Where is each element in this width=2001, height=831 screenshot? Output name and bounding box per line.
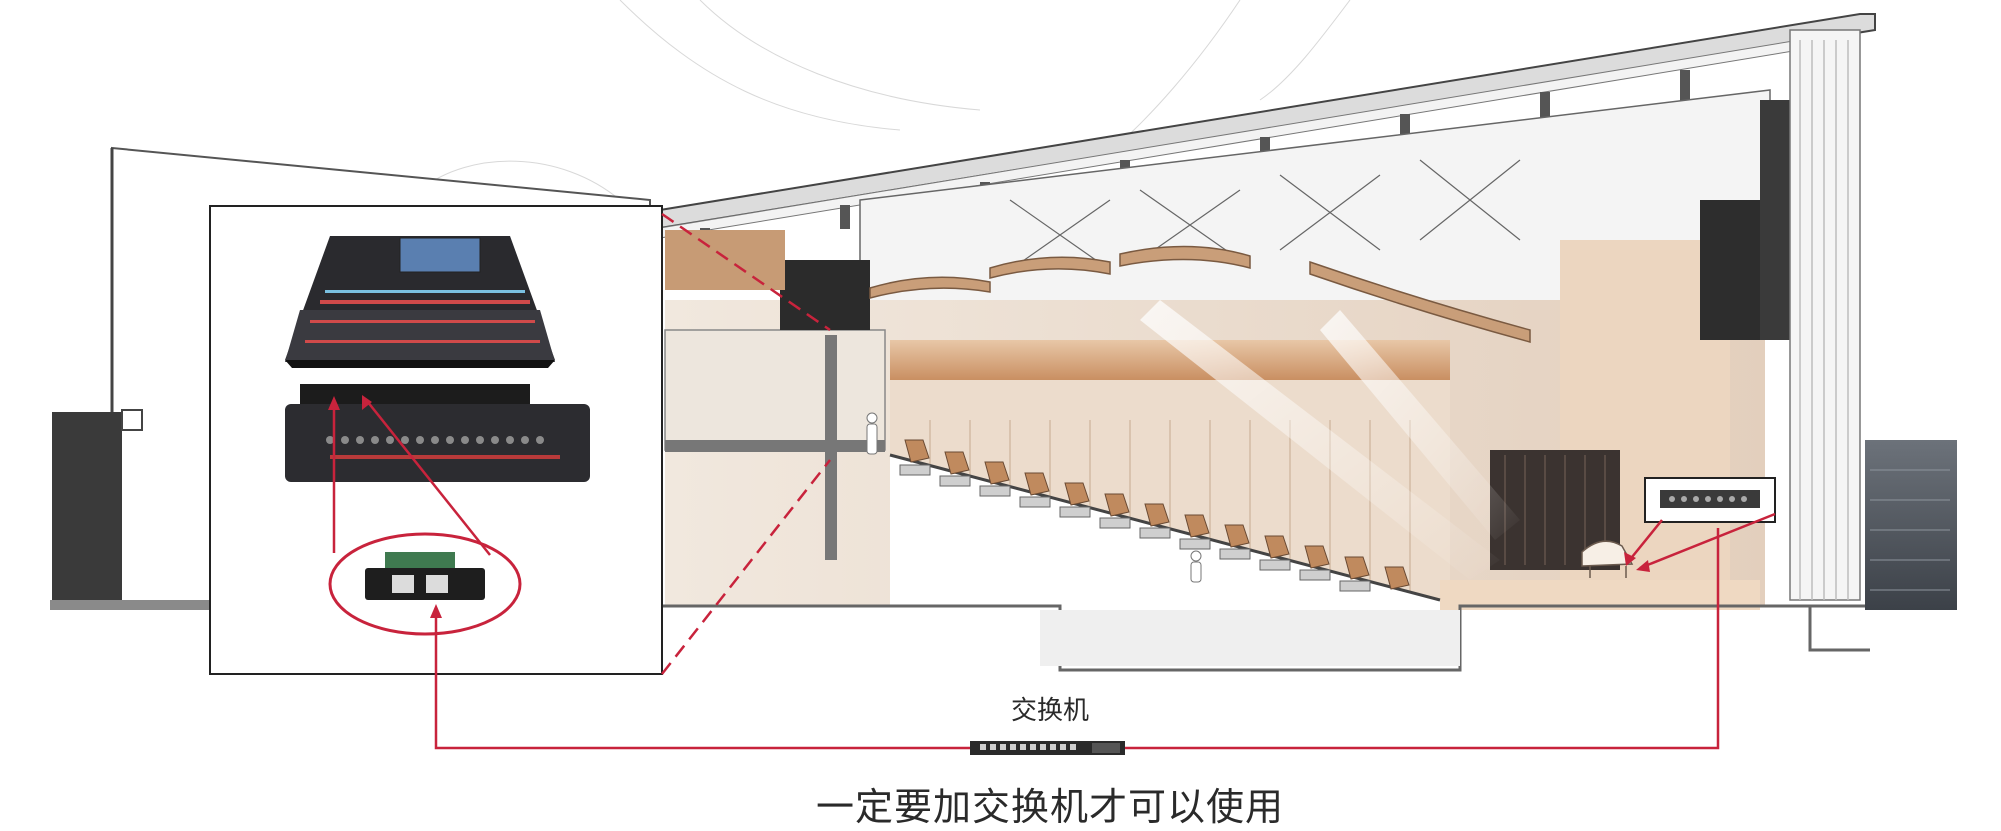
right-facade [1789,29,1957,610]
arrowheads [328,395,1650,618]
seating-rake [866,412,1441,615]
background-sketch [419,0,1351,201]
arrow-card-to-console-right [366,400,491,556]
light-beams [1140,300,1520,580]
connection-lines [332,212,1776,750]
zoom-line-top [661,212,831,332]
highlight-ellipse [328,532,522,636]
line-card-to-switch [434,610,970,750]
arrow-stagebox-to-floor [1639,512,1776,570]
network-switch-icon [970,741,1125,755]
switch-label: 交换机 [1010,696,1089,726]
mixing-console-icon [285,236,555,368]
line-switch-to-stagebox [1125,528,1720,750]
foundation [650,604,1870,672]
arrow-stagebox-to-stage [1627,519,1663,563]
console-rear-panel-icon [285,384,590,482]
ceiling-reflectors [869,245,1531,343]
stage-box-icon [1644,477,1776,523]
diagram-caption: 一定要加交换机才可以使用 [815,785,1284,829]
zoom-line-bottom [661,459,831,675]
network-card-icon [365,552,485,600]
